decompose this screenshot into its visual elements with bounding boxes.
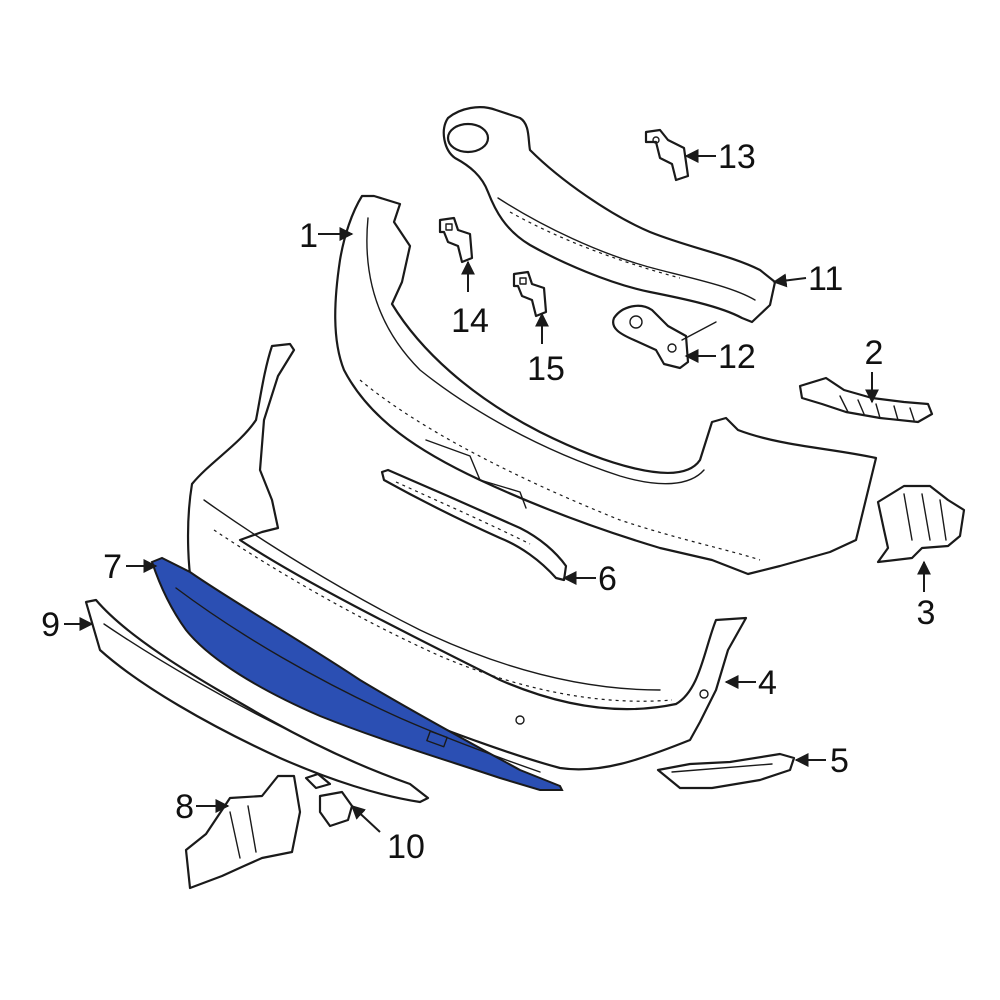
part-7-lower-valance[interactable] <box>150 556 564 791</box>
callout-15: 15 <box>527 350 565 388</box>
part-13-bracket[interactable] <box>644 128 690 182</box>
part-15-bracket[interactable] <box>512 270 548 318</box>
callout-8: 8 <box>175 788 194 826</box>
callout-10: 10 <box>387 828 425 866</box>
callout-1: 1 <box>299 217 318 255</box>
callout-leaders <box>64 149 931 833</box>
part-3-bumper-bracket[interactable] <box>876 484 966 564</box>
callout-2: 2 <box>865 334 884 372</box>
part-14-bracket[interactable] <box>438 216 474 264</box>
callout-9: 9 <box>41 606 60 644</box>
callout-13: 13 <box>718 138 756 176</box>
part-1-upper-bumper-cover[interactable] <box>334 194 878 576</box>
part-9-lower-trim[interactable] <box>84 598 430 804</box>
part-2-side-bracket[interactable] <box>798 376 934 424</box>
part-11-reinforcement-beam[interactable] <box>442 106 777 324</box>
part-10-clip[interactable] <box>304 772 354 828</box>
callout-14: 14 <box>451 302 489 340</box>
callout-11: 11 <box>808 260 843 298</box>
callout-4: 4 <box>758 664 777 702</box>
part-8-shield[interactable] <box>184 774 302 890</box>
callout-12: 12 <box>718 338 756 376</box>
part-5-corner-trim[interactable] <box>656 752 796 790</box>
part-12-bracket[interactable] <box>612 304 717 370</box>
callout-5: 5 <box>830 742 849 780</box>
callout-7: 7 <box>103 548 122 586</box>
callout-3: 3 <box>917 594 936 632</box>
callout-6: 6 <box>598 560 617 598</box>
callout-labels: 1 2 3 4 5 6 7 8 9 10 11 12 13 14 15 <box>41 138 935 866</box>
